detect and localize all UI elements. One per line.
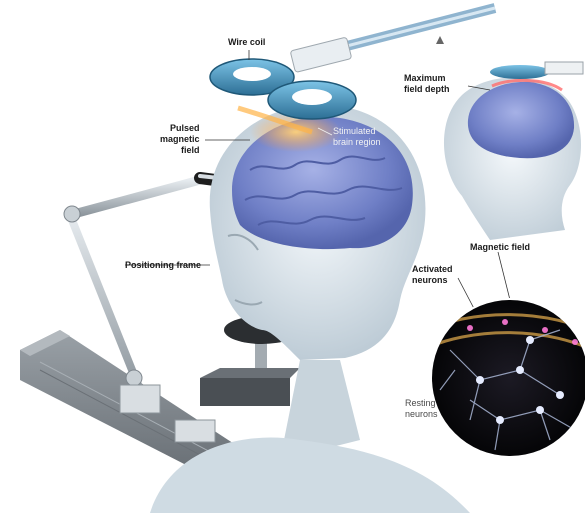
label-wire-coil: Wire coil bbox=[228, 37, 265, 48]
label-magnetic-field: Magnetic field bbox=[470, 242, 530, 253]
label-positioning-frame: Positioning frame bbox=[125, 260, 201, 271]
label-activated-neurons: Activated neurons bbox=[412, 264, 453, 286]
coil-cable bbox=[290, 8, 495, 72]
label-resting-neurons: Resting neurons bbox=[405, 398, 438, 420]
label-maximum-field-depth: Maximum field depth bbox=[404, 73, 450, 95]
side-head bbox=[444, 62, 583, 240]
label-stimulated-brain-region: Stimulated brain region bbox=[333, 126, 381, 148]
side-head-coil bbox=[490, 65, 550, 79]
label-pulsed-magnetic-field: Pulsed magnetic field bbox=[160, 123, 200, 156]
neuron-inset bbox=[420, 297, 585, 458]
